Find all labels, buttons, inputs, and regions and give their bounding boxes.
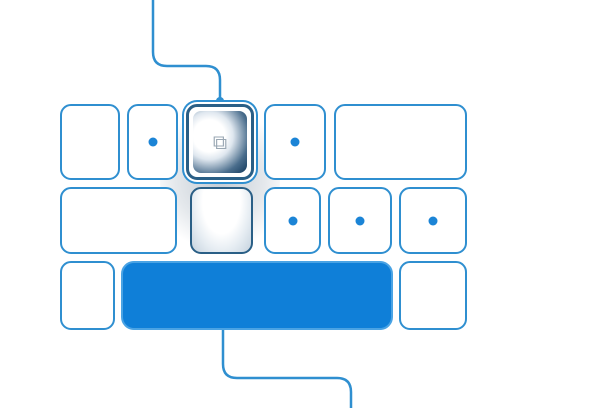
copy-icon: ⧉ bbox=[212, 130, 228, 154]
bottom-connector-line bbox=[221, 326, 353, 408]
key-row1-4[interactable] bbox=[264, 104, 326, 180]
key-dot bbox=[290, 137, 300, 147]
top-connector-line bbox=[151, 0, 222, 101]
key-frost-effect bbox=[193, 111, 247, 173]
key-row3-3[interactable] bbox=[399, 261, 467, 330]
key-dot bbox=[148, 137, 157, 147]
key-row2-5[interactable] bbox=[399, 187, 467, 254]
key-row2-ghost[interactable] bbox=[190, 187, 253, 254]
key-dot bbox=[428, 216, 438, 225]
key-row2-4[interactable] bbox=[328, 187, 392, 254]
key-row1-1[interactable] bbox=[60, 104, 120, 180]
key-row1-5[interactable] bbox=[334, 104, 467, 180]
key-row2-1[interactable] bbox=[60, 187, 177, 254]
key-dot bbox=[355, 216, 365, 225]
key-row1-2[interactable] bbox=[127, 104, 178, 180]
key-dot bbox=[288, 216, 297, 225]
top-connector-endpoint bbox=[216, 97, 224, 105]
key-row3-1[interactable] bbox=[60, 261, 115, 330]
spacebar-key[interactable] bbox=[121, 261, 393, 330]
key-row1-active[interactable]: ⧉ bbox=[186, 104, 254, 180]
key-row2-3[interactable] bbox=[264, 187, 321, 254]
